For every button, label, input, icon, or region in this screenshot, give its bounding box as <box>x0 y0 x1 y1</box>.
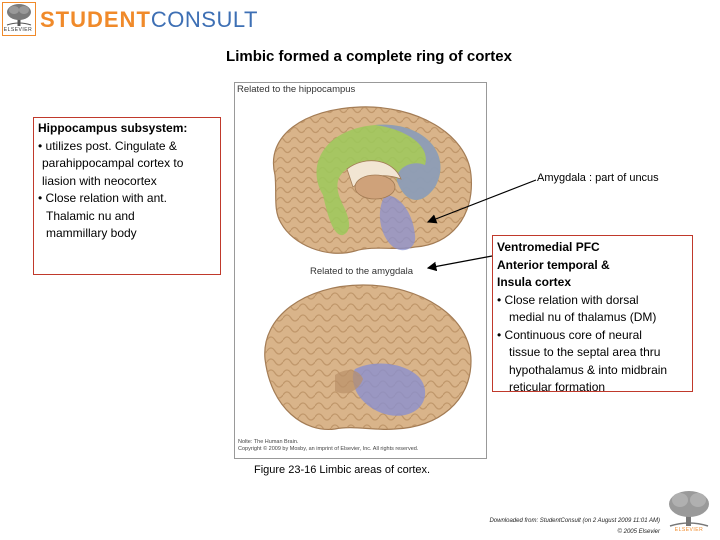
brain-figure: Related to the hippocampus Related to th… <box>234 82 487 459</box>
elsevier-tree-icon <box>6 4 32 26</box>
vmpfc-line: • Close relation with dorsal <box>497 292 639 307</box>
hippocampus-line: • Close relation with ant. <box>38 191 167 205</box>
elsevier-footer-logo-icon <box>669 491 709 527</box>
footer-logo-caption: ELSEVIER <box>674 527 704 533</box>
lateral-brain-image <box>264 284 472 431</box>
hippocampus-line: parahippocampal cortex to <box>42 156 184 170</box>
figure-copyright: Nolte: The Human Brain. Copyright © 2009… <box>238 439 478 453</box>
brand-wordmark: STUDENTCONSULT <box>40 7 258 33</box>
medial-brain-image <box>272 106 472 254</box>
logo-caption: ELSEVIER <box>3 27 33 33</box>
hippocampus-line: • utilizes post. Cingulate & <box>38 138 177 153</box>
brand-consult: CONSULT <box>150 7 258 32</box>
vmpfc-line: hypothalamus & into midbrain <box>509 362 668 377</box>
hippocampus-line: mammillary body <box>46 226 137 240</box>
figure-caption: Figure 23-16 Limbic areas of cortex. <box>254 464 431 476</box>
hippocampus-line: Thalamic nu and <box>46 208 135 223</box>
footer-text: Downloaded from: StudentConsult (on 2 Au… <box>370 516 660 538</box>
figure-bottom-label: Related to the amygdala <box>310 266 413 277</box>
vmpfc-heading: Ventromedial PFC <box>497 240 600 254</box>
vmpfc-line: reticular formation <box>509 380 606 394</box>
vmpfc-line: • Continuous core of neural <box>497 327 642 342</box>
vmpfc-line: medial nu of thalamus (DM) <box>509 310 657 324</box>
copyright-line-1: Nolte: The Human Brain. <box>238 439 299 445</box>
download-note: Downloaded from: StudentConsult (on 2 Au… <box>489 518 660 524</box>
brand-student: STUDENT <box>40 7 151 32</box>
vmpfc-heading: Anterior temporal & <box>497 257 610 272</box>
figure-top-label: Related to the hippocampus <box>237 84 356 95</box>
hippocampus-line: liasion with neocortex <box>42 173 157 188</box>
footer-copyright: © 2005 Elsevier <box>617 529 660 535</box>
hippocampus-heading: Hippocampus subsystem: <box>38 121 188 135</box>
vmpfc-heading: Insula cortex <box>497 275 572 289</box>
vmpfc-line: tissue to the septal area thru <box>509 345 661 359</box>
hippocampus-callout: Hippocampus subsystem: • utilizes post. … <box>33 117 221 275</box>
slide-title: Limbic formed a complete ring of cortex <box>226 48 512 65</box>
copyright-line-2: Copyright © 2009 by Mosby, an imprint of… <box>238 446 419 452</box>
vmpfc-callout: Ventromedial PFC Anterior temporal & Ins… <box>492 235 693 394</box>
amygdala-note: Amygdala : part of uncus <box>537 172 659 184</box>
